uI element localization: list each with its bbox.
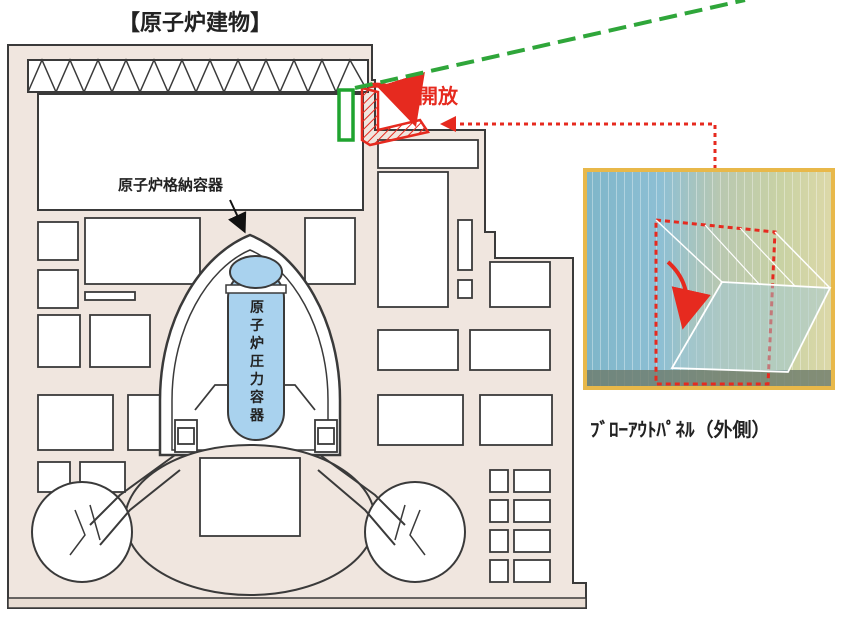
pv-char-2: 子 [250,318,264,334]
pv-char-6: 容 [249,389,264,406]
blowout-panel-photo [583,168,835,390]
open-arrow [367,71,425,128]
pressure-vessel-label: 原 子 炉 圧 力 容 器 [249,300,265,424]
reactor-pressure-vessel [225,255,287,441]
photo-connector [452,122,717,168]
sight-line [354,0,746,90]
blowout-panel-highlight [337,88,355,142]
operating-floor [37,93,364,211]
torus-rooms [31,454,466,583]
pv-char-7: 器 [249,408,265,424]
pv-char-3: 炉 [250,335,264,352]
containment-arrow [228,199,247,234]
connector-arrowhead [440,116,456,132]
recirculation-pumps [174,384,338,453]
pv-char-1: 原 [250,300,264,316]
pv-char-4: 圧 [250,354,264,370]
open-label: 開放 [418,84,459,108]
roof-truss [27,58,369,94]
diagram-title: 【原子炉建物】 [118,10,272,36]
side-rooms [377,139,553,583]
pv-char-5: 力 [250,371,264,388]
panel-caption: ﾌﾞﾛｰｱｳﾄﾊﾟﾈﾙ（外側） [590,418,771,441]
containment-vessel-label: 原子炉格納容器 [118,176,224,194]
